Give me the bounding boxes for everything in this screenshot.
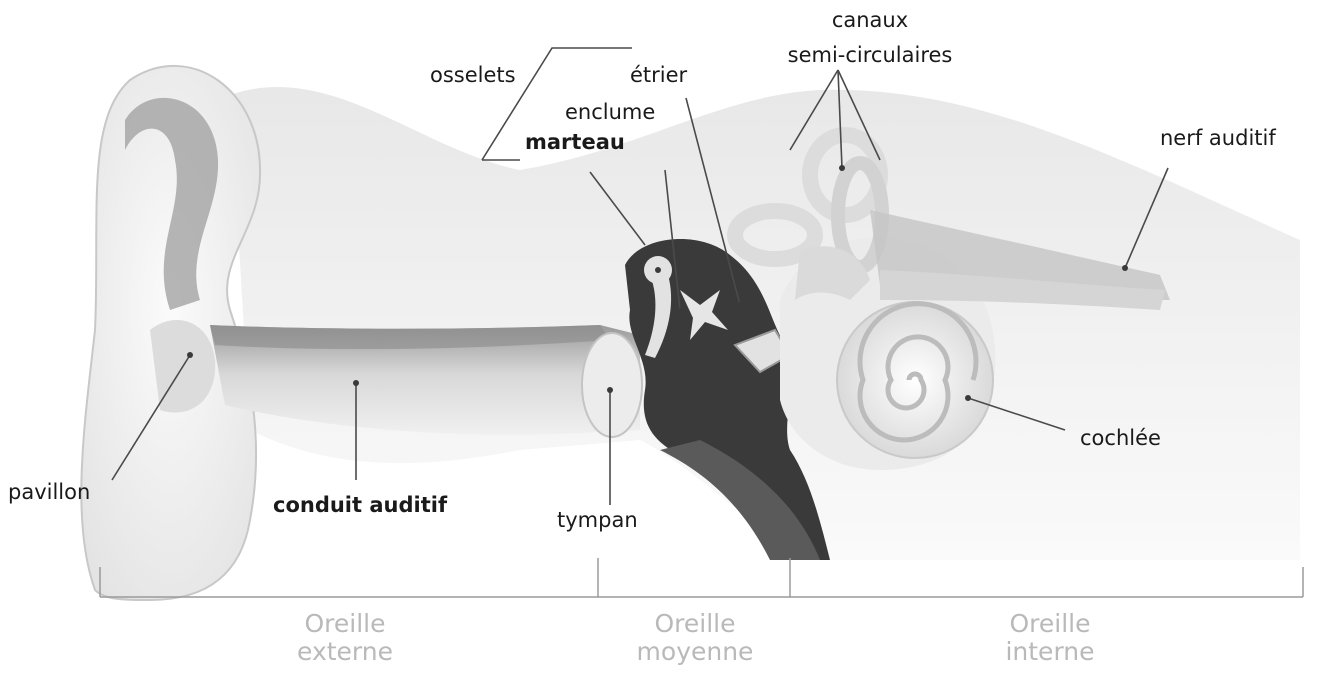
region-oreille-interne-line2: interne [965, 638, 1135, 666]
osselets-label: osselets [430, 63, 516, 87]
region-bracket [100, 558, 1303, 597]
nerf-auditif-label: nerf auditif [1160, 126, 1276, 150]
etrier-label: étrier [630, 63, 687, 87]
region-oreille-moyenne: Oreille moyenne [610, 610, 780, 666]
region-oreille-externe-line2: externe [260, 638, 430, 666]
cochlee-label: cochlée [1080, 426, 1161, 450]
region-oreille-moyenne-line1: Oreille [610, 610, 780, 638]
enclume-label: enclume [565, 100, 655, 124]
region-oreille-externe: Oreille externe [260, 610, 430, 666]
region-oreille-interne: Oreille interne [965, 610, 1135, 666]
tympanum-shape [582, 333, 642, 437]
conduit-auditif-label: conduit auditif [273, 493, 447, 517]
region-oreille-moyenne-line2: moyenne [610, 638, 780, 666]
tympan-label: tympan [557, 508, 638, 532]
region-oreille-interne-line1: Oreille [965, 610, 1135, 638]
pavillon-label: pavillon [8, 480, 90, 504]
region-oreille-externe-line1: Oreille [260, 610, 430, 638]
canaux-label-line2: semi-circulaires [770, 43, 970, 67]
canaux-label-line1: canaux [770, 8, 970, 32]
marteau-label: marteau [525, 130, 625, 154]
